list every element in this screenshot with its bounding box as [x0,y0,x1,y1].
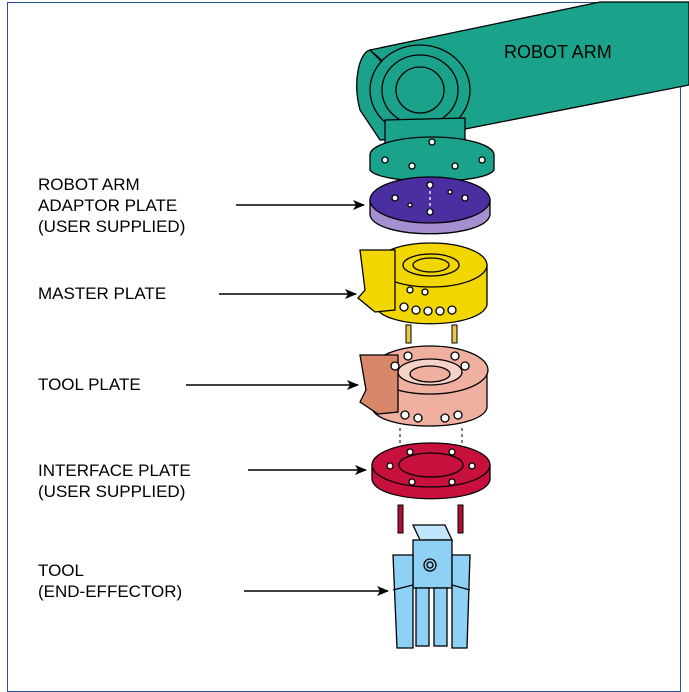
interface-plate [371,442,491,500]
adaptor-plate-label-line1: ROBOT ARM [38,175,140,194]
master-plate-screws [405,324,458,344]
interface-plate-label-line2: (USER SUPPLIED) [38,482,186,501]
tool-label-line1: TOOL [38,561,84,580]
robot-arm-label: ROBOT ARM [504,42,612,62]
tool-plate [359,345,489,427]
label-leaders [186,200,389,596]
master-plate-label: MASTER PLATE [38,284,167,303]
tool-label-line2: (END-EFFECTOR) [38,582,183,601]
robot-arm [356,1,689,182]
adaptor-plate-label-line3: (USER SUPPLIED) [38,217,186,236]
interface-plate-label-line1: INTERFACE PLATE [38,461,191,480]
tool-plate-label: TOOL PLATE [38,375,141,394]
master-plate [357,242,488,325]
robot-arm-adaptor-plate [369,176,491,235]
adaptor-plate-label-line2: ADAPTOR PLATE [38,196,178,215]
interface-plate-screws [397,504,464,534]
tool-end-effector [392,524,471,649]
